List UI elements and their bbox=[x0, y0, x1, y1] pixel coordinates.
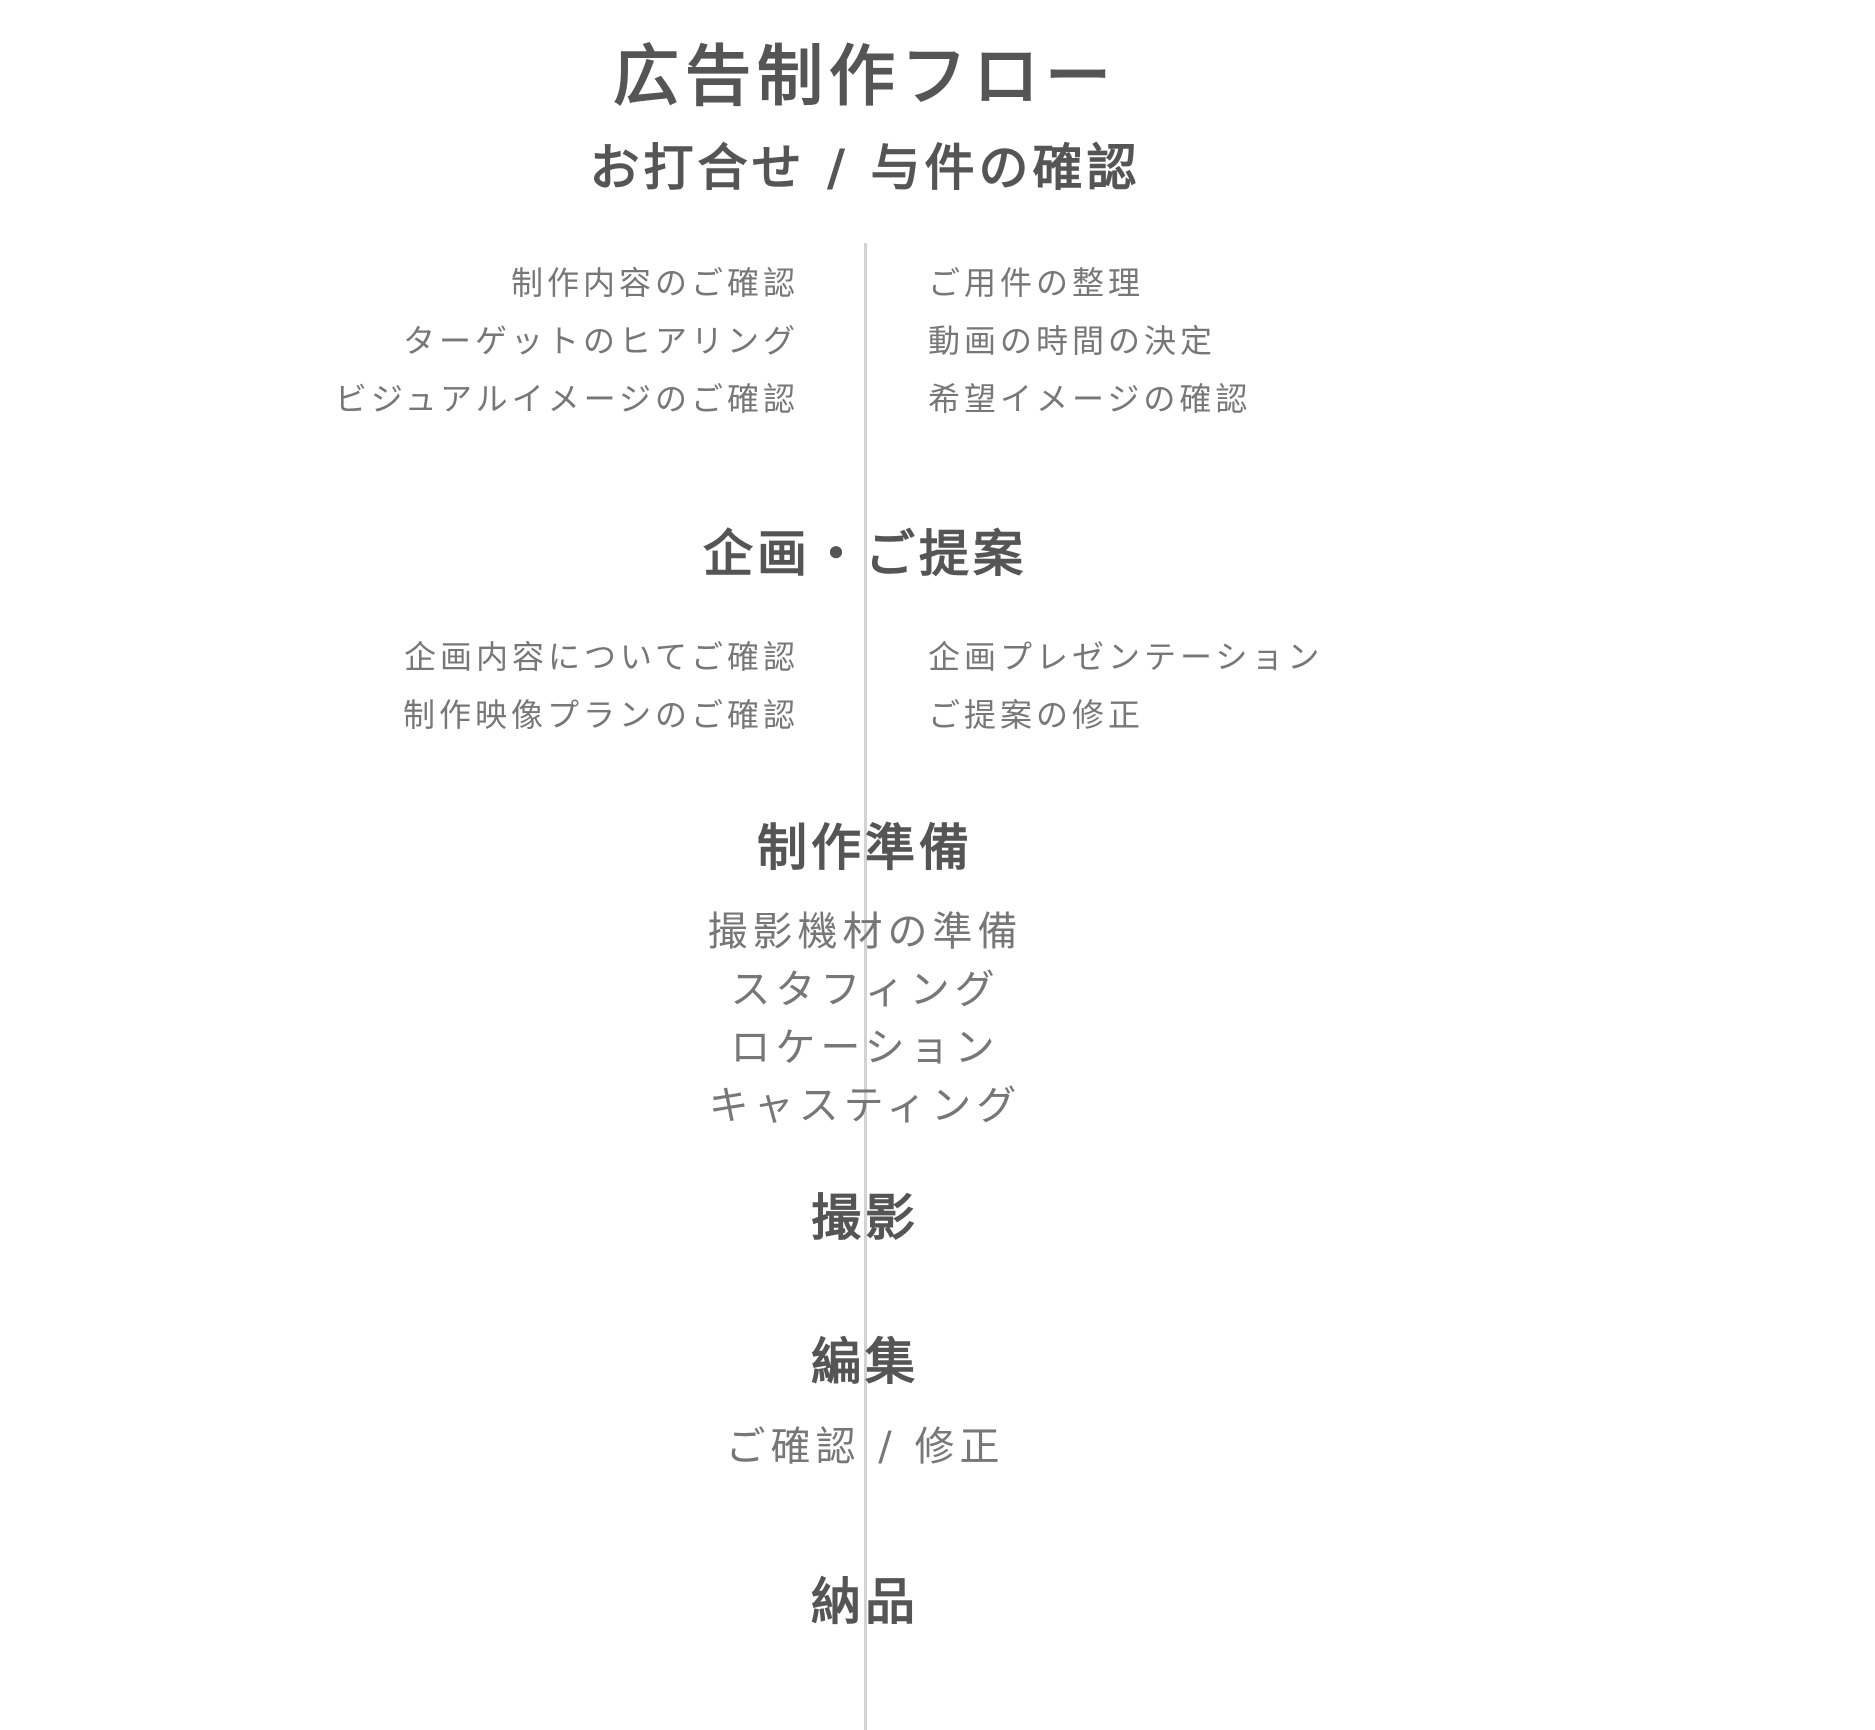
list-item: 企画プレゼンテーション bbox=[928, 638, 1324, 676]
planning-right-list: 企画プレゼンテーション ご提案の修正 bbox=[928, 628, 1323, 744]
list-item: 制作内容のご確認 bbox=[510, 264, 799, 302]
list-item: 企画内容についてご確認 bbox=[403, 638, 799, 676]
list-item: 動画の時間の決定 bbox=[928, 322, 1217, 360]
section-heading-planning: 企画・ご提案 bbox=[703, 525, 1027, 583]
list-item: 撮影機材の準備 bbox=[707, 909, 1023, 955]
list-item: ロケーション bbox=[730, 1025, 1000, 1071]
list-item: スタフィング bbox=[730, 967, 1000, 1013]
list-item: 希望イメージの確認 bbox=[928, 380, 1252, 418]
list-item: ご提案の修正 bbox=[928, 696, 1145, 734]
section-heading-editing: 編集 bbox=[811, 1333, 919, 1391]
list-item: ターゲットのヒアリング bbox=[402, 322, 799, 360]
meeting-left-list: 制作内容のご確認 ターゲットのヒアリング ビジュアルイメージのご確認 bbox=[335, 254, 799, 428]
meeting-right-list: ご用件の整理 動画の時間の決定 希望イメージの確認 bbox=[928, 254, 1251, 428]
center-divider-line bbox=[864, 243, 867, 1730]
editing-list: ご確認 / 修正 bbox=[0, 1418, 1730, 1476]
section-heading-shooting: 撮影 bbox=[811, 1189, 919, 1247]
list-item: ビジュアルイメージのご確認 bbox=[334, 380, 799, 418]
list-item: ご用件の整理 bbox=[928, 264, 1145, 302]
page-title: 広告制作フロー bbox=[613, 38, 1117, 116]
preparation-list: 撮影機材の準備 スタフィング ロケーション キャスティング bbox=[0, 903, 1730, 1135]
list-item: ご確認 / 修正 bbox=[725, 1424, 1005, 1470]
planning-left-list: 企画内容についてご確認 制作映像プランのご確認 bbox=[403, 628, 799, 744]
list-item: 制作映像プランのご確認 bbox=[402, 696, 799, 734]
section-heading-meeting: お打合せ / 与件の確認 bbox=[589, 139, 1141, 197]
section-heading-delivery: 納品 bbox=[811, 1573, 919, 1631]
list-item: キャスティング bbox=[708, 1083, 1022, 1129]
section-heading-preparation: 制作準備 bbox=[757, 819, 973, 877]
